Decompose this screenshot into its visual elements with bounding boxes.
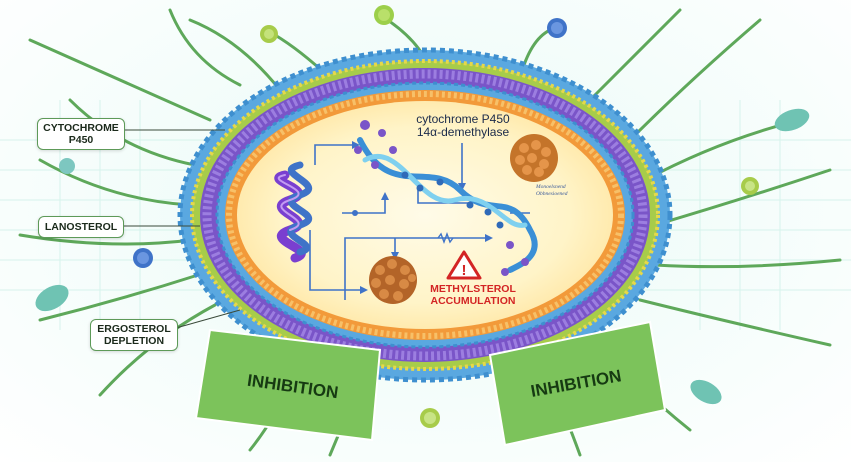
surface-proteins [35, 5, 810, 428]
inhibition-ribbon-right: INHIBITION [488, 320, 667, 447]
sterol-cluster-icon-lower [369, 256, 417, 304]
enzyme-label: cytochrome P450 14α-demethylase [408, 113, 518, 139]
enzyme-line: 14α-demethylase [416, 125, 510, 139]
helix-protein-icon [274, 161, 312, 263]
warning-triangle-icon: ! [446, 250, 482, 280]
small-line: Obbnesioened [536, 191, 568, 197]
callout-line: CYTOCHROME [43, 122, 119, 134]
callout-line: DEPLETION [103, 335, 165, 347]
methylsterol-accumulation-label: METHYLSTEROL ACCUMULATION [425, 283, 521, 307]
enzyme-line: cytochrome P450 [416, 112, 510, 126]
methyl-line: ACCUMULATION [430, 295, 516, 307]
small-line: Monoelsnend [536, 184, 566, 190]
lanosterol-callout: LANOSTEROL [38, 216, 124, 238]
dna-helix-icon [354, 120, 538, 276]
small-annotation: Monoelsnend Obbnesioened [536, 184, 598, 198]
warning-symbol: ! [462, 262, 467, 279]
callout-leader-ergo [175, 309, 241, 329]
sterol-cluster-icon [510, 134, 558, 182]
callout-line: ERGOSTEROL [97, 323, 171, 335]
cytochrome-p450-callout: CYTOCHROME P450 [37, 118, 125, 150]
resistor-icon [437, 232, 454, 244]
cell-membrane [177, 47, 673, 383]
methyl-line: METHYLSTEROL [430, 283, 516, 295]
ergosterol-depletion-callout: ERGOSTEROL DEPLETION [90, 319, 178, 351]
callout-line: P450 [68, 134, 94, 146]
inhibition-ribbon-left: INHIBITION [194, 328, 382, 442]
